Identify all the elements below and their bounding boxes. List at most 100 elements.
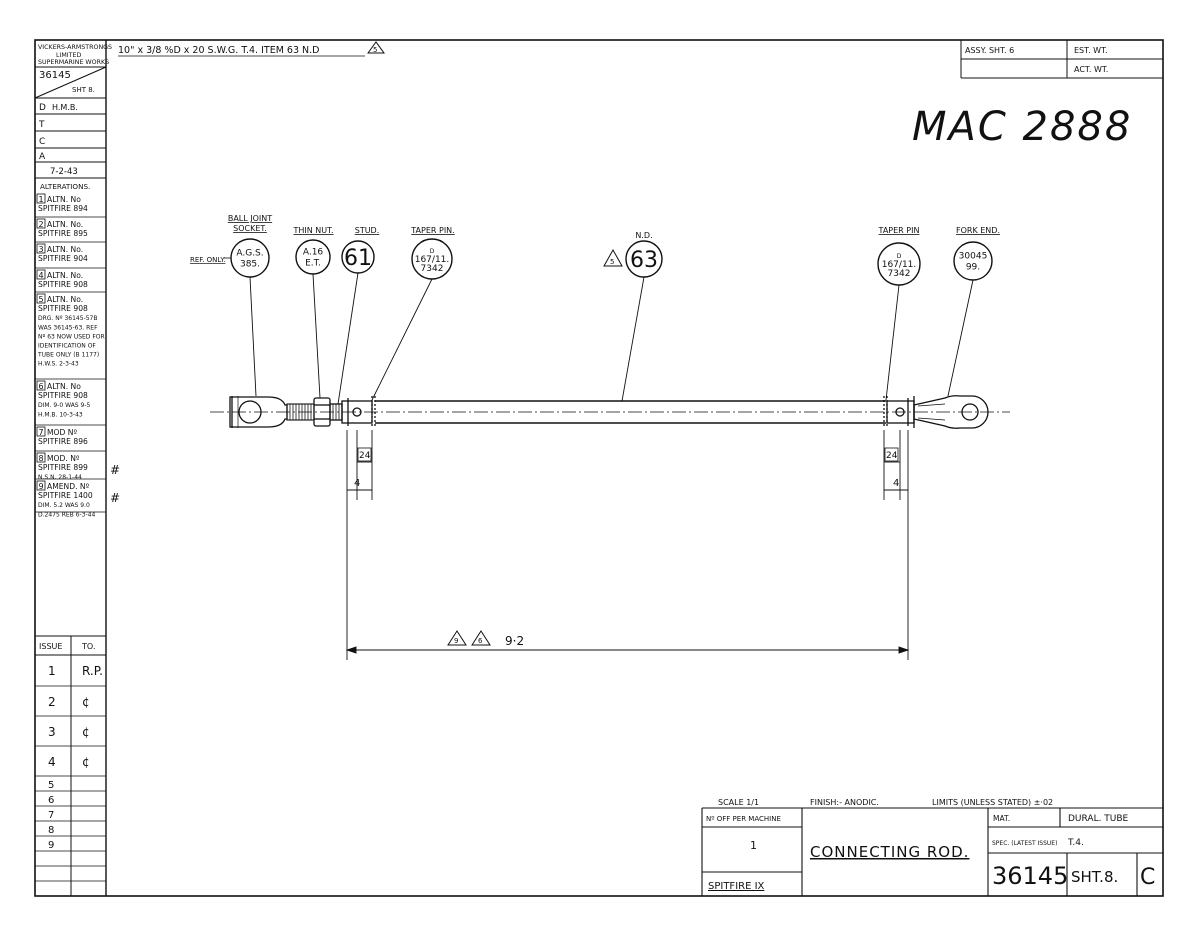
- alteration-line: WAS 36145-63. REF: [38, 324, 98, 331]
- sign-off-label: C: [39, 137, 45, 147]
- alteration-line: ALTN. No: [47, 382, 81, 391]
- issue-number: 5: [48, 780, 54, 791]
- firm-line-2: LIMITED: [56, 52, 81, 59]
- alteration-line: SPITFIRE 899: [38, 463, 88, 472]
- initials-scrawl: # #: [110, 463, 120, 505]
- to-header: TO.: [81, 642, 95, 651]
- issue-number: 6: [48, 795, 54, 806]
- fork-end: [913, 395, 989, 429]
- callout-label: N.D.: [635, 231, 652, 240]
- alteration-line: SPITFIRE 896: [38, 437, 88, 446]
- callout-bubble: [295, 239, 331, 275]
- drawing-border: [34, 39, 1164, 897]
- alteration-number: 5: [39, 295, 44, 304]
- issue-number: 3: [48, 725, 56, 739]
- alteration-number-box: [36, 193, 46, 204]
- issue-number: 1: [48, 664, 56, 678]
- leader-line: [337, 272, 359, 405]
- alteration-line: DIM. 5.2 WAS 9.0: [38, 502, 90, 509]
- alteration-line: ALTN. No.: [47, 295, 83, 304]
- limits: LIMITS (UNLESS STATED) ±·02: [932, 798, 1053, 807]
- callout-5: 63N.D.5: [603, 231, 663, 402]
- callout-bubble: [625, 240, 663, 278]
- sheet-number: SHT.8.: [1071, 868, 1118, 886]
- alteration-line: DRG. Nº 36145-57B: [38, 315, 97, 322]
- left-tube-end: [341, 396, 376, 428]
- alteration-line: SPITFIRE 908: [38, 391, 88, 400]
- callout-reference: 61: [344, 246, 372, 271]
- issue-number: 2: [48, 695, 56, 709]
- material-value: DURAL. TUBE: [1068, 814, 1129, 824]
- alterations-title: ALTERATIONS.: [40, 182, 90, 191]
- alteration-number-box: [36, 380, 46, 391]
- drawing-number-small: 36145: [39, 70, 71, 81]
- issue-letter: C: [1140, 865, 1155, 890]
- alteration-number: 2: [39, 220, 44, 229]
- amend-number: 5: [610, 258, 614, 266]
- callout-reference: 7342: [421, 264, 444, 274]
- dim-left-pin: 24: [359, 451, 371, 461]
- main-tube: [375, 400, 886, 424]
- issue-recipient: ¢: [82, 695, 90, 709]
- finish: FINISH:- ANODIC.: [810, 798, 879, 807]
- callout-reference: 167/11.: [882, 260, 917, 270]
- callout-reference: 167/11.: [415, 255, 450, 265]
- alteration-line: IDENTIFICATION OF: [38, 343, 96, 350]
- firm-line-1: VICKERS-ARMSTRONGS: [38, 44, 112, 51]
- callout-reference: D: [897, 253, 902, 260]
- sheet-ref-small: SHT 8.: [72, 86, 95, 94]
- issue-recipient: ¢: [82, 755, 90, 769]
- issue-recipient: ¢: [82, 725, 90, 739]
- part-description: 10" x 3/8 %D x 20 S.W.G. T.4. ITEM 63 N.…: [118, 45, 319, 56]
- issue-header: ISSUE: [39, 642, 62, 651]
- alteration-number-box: [36, 452, 46, 463]
- leader-line: [621, 276, 645, 402]
- alteration-line: SPITFIRE 904: [38, 254, 88, 263]
- connecting-rod-drawing: [210, 395, 1010, 429]
- alteration-number: 4: [39, 271, 44, 280]
- alteration-number-box: [36, 269, 46, 280]
- issue-number: 8: [48, 825, 54, 836]
- handwritten-reference: MAC 2888: [912, 104, 1132, 150]
- alteration-line: SPITFIRE 1400: [38, 491, 93, 500]
- svg-text:6: 6: [478, 637, 483, 645]
- alteration-number: 3: [39, 245, 44, 254]
- description-amend-triangle: 5: [367, 41, 385, 54]
- alteration-line: D.2475 REB 6-3-44: [38, 511, 95, 518]
- callout-label: FORK END.: [956, 226, 1000, 235]
- alteration-line: ALTN. No.: [47, 220, 83, 229]
- firm-line-3: SUPERMARINE WORKS: [38, 59, 109, 66]
- initials-mark: #: [110, 463, 120, 477]
- alteration-number: 1: [39, 195, 44, 204]
- initials-mark: #: [110, 491, 120, 505]
- dim-overall: 9·2: [505, 634, 524, 648]
- part-title: CONNECTING ROD.: [810, 843, 969, 861]
- scale: SCALE 1/1: [718, 798, 759, 807]
- alteration-number-box: [36, 243, 46, 254]
- alteration-line: ALTN. No.: [47, 245, 83, 254]
- dimensions: [345, 430, 910, 660]
- dimension-labels: 24 4 24 4 9 6 9·2: [354, 447, 899, 648]
- alteration-line: SPITFIRE 908: [38, 280, 88, 289]
- callout-bubble: [341, 240, 375, 274]
- alteration-number-box: [36, 218, 46, 229]
- alteration-line: MOD Nº: [47, 428, 77, 437]
- svg-text:5: 5: [373, 46, 377, 54]
- dim-right-pin: 24: [886, 451, 898, 461]
- sign-off-label: D: [39, 103, 46, 113]
- leader-line: [371, 278, 433, 401]
- aircraft-type: SPITFIRE IX: [708, 881, 765, 892]
- act-weight: ACT. WT.: [1074, 65, 1108, 74]
- callout-reference: 385.: [240, 260, 260, 270]
- leader-line: [249, 276, 257, 397]
- callout-reference: A.16: [303, 248, 324, 258]
- dim-left-hole: 4: [354, 478, 360, 489]
- alteration-line: SPITFIRE 895: [38, 229, 88, 238]
- callout-2: A.16E.T.THIN NUT.: [292, 226, 334, 399]
- callout-bubble: [953, 241, 993, 281]
